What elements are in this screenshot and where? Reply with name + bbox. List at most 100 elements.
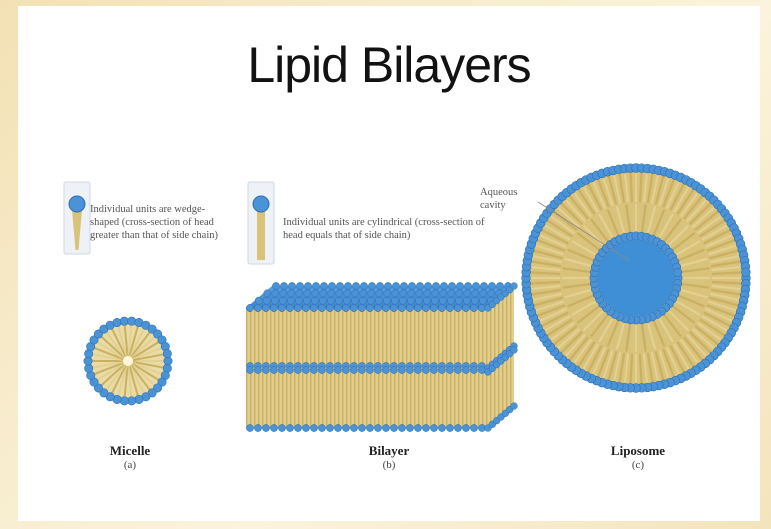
lipid-head xyxy=(336,282,343,289)
lipid-head xyxy=(448,282,455,289)
lipid-head xyxy=(311,297,318,304)
diagram-panel: Lipid Bilayers Individual units are wedg… xyxy=(18,6,760,521)
lipid-head xyxy=(270,304,277,311)
lipid-head xyxy=(302,424,309,431)
lipid-head xyxy=(342,424,349,431)
lipid-head xyxy=(344,282,351,289)
lipid-head xyxy=(366,366,373,373)
lipid-head xyxy=(511,283,518,290)
lipid-head xyxy=(454,424,461,431)
lipid-head xyxy=(360,290,367,297)
lipid-head xyxy=(382,366,389,373)
lipid-head xyxy=(358,424,365,431)
lipid-head xyxy=(352,290,359,297)
lipid-head xyxy=(448,290,455,297)
lipid-head xyxy=(360,282,367,289)
lipid-tail xyxy=(640,354,642,384)
lipid-head xyxy=(272,290,279,297)
lipid-head xyxy=(464,282,471,289)
lipid-head xyxy=(488,290,495,297)
lipid-head xyxy=(440,290,447,297)
micelle xyxy=(84,317,172,405)
lipid-head xyxy=(382,304,389,311)
lipid-tail xyxy=(531,282,561,284)
lipid-head xyxy=(414,424,421,431)
bilayer-slab xyxy=(246,282,517,431)
lipid-head xyxy=(376,290,383,297)
lipid-head xyxy=(424,282,431,289)
lipid-head xyxy=(326,366,333,373)
lipid-head xyxy=(334,424,341,431)
lipid-head xyxy=(318,424,325,431)
lipid-head xyxy=(327,297,334,304)
lipid-head xyxy=(272,282,279,289)
lipid-head xyxy=(350,304,357,311)
lipid-tail xyxy=(531,272,561,274)
lipid-head xyxy=(312,290,319,297)
lipid-head xyxy=(366,304,373,311)
lipid-head xyxy=(446,304,453,311)
lipid-head xyxy=(294,304,301,311)
lipid-head xyxy=(351,297,358,304)
lipid-head xyxy=(392,290,399,297)
lipid-head xyxy=(246,424,253,431)
lipid-head xyxy=(304,290,311,297)
lipid-head xyxy=(319,297,326,304)
lipid-head xyxy=(414,304,421,311)
lipid-head xyxy=(462,366,469,373)
lipid-head xyxy=(383,297,390,304)
lipid-head xyxy=(384,282,391,289)
lipid-head xyxy=(368,290,375,297)
lipid-head xyxy=(312,282,319,289)
lipid-head xyxy=(358,304,365,311)
lipid-head xyxy=(288,282,295,289)
lipid-head xyxy=(342,304,349,311)
lipid-head xyxy=(472,290,479,297)
lipid-head xyxy=(135,395,143,403)
lipid-head xyxy=(254,424,261,431)
lipid-head xyxy=(414,366,421,373)
lipid-head xyxy=(368,282,375,289)
lipid-head xyxy=(304,282,311,289)
lipid-head xyxy=(430,424,437,431)
lipid-head xyxy=(302,366,309,373)
lipid-head xyxy=(472,282,479,289)
lipid-head xyxy=(439,297,446,304)
lipid-head xyxy=(288,290,295,297)
lipid-head xyxy=(406,304,413,311)
lipid-head xyxy=(374,424,381,431)
lipid-head xyxy=(358,366,365,373)
lipid-head xyxy=(422,424,429,431)
lipid-head xyxy=(406,366,413,373)
lipid-head xyxy=(328,290,335,297)
lipid-head xyxy=(280,282,287,289)
lipid-head xyxy=(470,366,477,373)
lipid-head xyxy=(416,282,423,289)
lipid-head xyxy=(320,282,327,289)
lipid-head xyxy=(359,297,366,304)
lipid-head xyxy=(352,282,359,289)
micelle-lipid-unit xyxy=(64,182,90,254)
lipid-head xyxy=(438,366,445,373)
lipid-head xyxy=(113,318,121,326)
lipid-head xyxy=(470,304,477,311)
lipid-head xyxy=(255,297,262,304)
lipid-head xyxy=(328,282,335,289)
lipid-head xyxy=(262,304,269,311)
lipid-head xyxy=(511,347,518,354)
lipid-tail xyxy=(630,173,632,203)
lipid-head xyxy=(424,290,431,297)
lipid-head xyxy=(263,297,270,304)
lipid-head xyxy=(456,282,463,289)
lipid-head xyxy=(374,304,381,311)
lipid-head xyxy=(456,290,463,297)
lipid-head xyxy=(254,304,261,311)
lipid-head xyxy=(673,268,681,276)
lipid-head xyxy=(350,366,357,373)
lipid-head xyxy=(390,366,397,373)
lipid-head xyxy=(496,282,503,289)
lipid-head xyxy=(294,366,301,373)
lipid-head xyxy=(416,290,423,297)
lipid-head xyxy=(344,290,351,297)
lipid-head xyxy=(367,297,374,304)
